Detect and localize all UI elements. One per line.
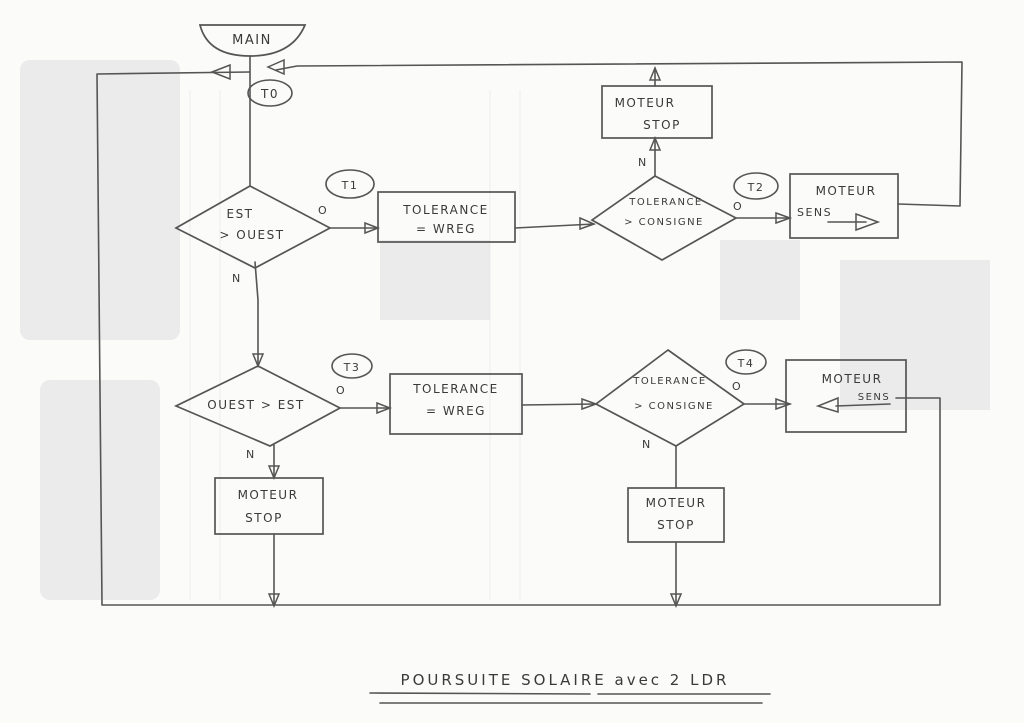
diagram-title: POURSUITE SOLAIRE avec 2 LDR: [369, 671, 771, 704]
decision-2-no: N: [638, 156, 648, 169]
process-4-line1: TOLERANCE: [412, 382, 499, 396]
start-label: MAIN: [232, 33, 272, 48]
start-terminal: MAIN: [198, 24, 307, 57]
arrowheads: [209, 58, 793, 608]
background-bleed: [20, 60, 990, 600]
process-3-line1: MOTEUR: [816, 184, 877, 198]
tag-t2: T2: [733, 172, 779, 200]
process-2-line1: MOTEUR: [615, 96, 676, 110]
process-tolerance-wreg-2: TOLERANCE = WREG: [389, 373, 523, 435]
process-2-line2: STOP: [643, 118, 681, 132]
tag-t0-label: T0: [260, 87, 279, 101]
title-text: POURSUITE SOLAIRE avec 2 LDR: [401, 671, 730, 689]
direction-right-arrow-head: [855, 212, 881, 232]
tag-t3-label: T3: [343, 361, 361, 374]
process-moteur-stop-top: MOTEUR STOP: [601, 85, 713, 139]
decision-2-yes: O: [733, 200, 743, 213]
decision-tolerance-consigne-2: TOLERANCE > CONSIGNE O N: [594, 348, 746, 451]
tag-t4-label: T4: [737, 357, 755, 370]
decision-1-no: N: [232, 272, 242, 285]
process-tolerance-wreg-1: TOLERANCE = WREG: [377, 191, 516, 243]
decision-tolerance-consigne-1: TOLERANCE > CONSIGNE O N: [590, 156, 743, 261]
decision-1-line1: EST: [226, 207, 253, 221]
process-7-line2: STOP: [657, 518, 695, 532]
tag-t2-label: T2: [747, 181, 765, 194]
decision-est-gt-ouest: EST > OUEST O N: [174, 185, 332, 285]
connector-lines: [96, 55, 963, 606]
decision-3-no: N: [246, 448, 256, 461]
decision-4-yes: O: [732, 380, 742, 393]
process-moteur-sens-right: MOTEUR SENS: [789, 173, 899, 239]
tag-t1: T1: [325, 169, 375, 199]
tag-t4: T4: [725, 349, 767, 375]
process-5-line1: MOTEUR: [822, 372, 883, 386]
decision-ouest-gt-est: OUEST > EST O N: [173, 365, 346, 461]
process-moteur-sens-left: MOTEUR SENS: [785, 359, 907, 433]
process-3-line2: SENS: [797, 206, 832, 219]
process-7-line1: MOTEUR: [646, 496, 707, 510]
process-5-line2: SENS: [858, 392, 891, 403]
decision-4-no: N: [642, 438, 652, 451]
decision-1-line2: > OUEST: [219, 228, 284, 242]
decision-2-line1: TOLERANCE: [628, 197, 703, 208]
direction-left-arrow: [835, 403, 891, 407]
tag-t1-label: T1: [341, 179, 359, 192]
tag-t3: T3: [331, 353, 373, 379]
process-6-line2: STOP: [245, 511, 283, 525]
decision-4-line2: > CONSIGNE: [634, 401, 714, 412]
process-4-line2: = WREG: [426, 404, 486, 418]
decision-1-yes: O: [318, 204, 328, 217]
process-1-line2: = WREG: [416, 222, 476, 236]
decision-2-line2: > CONSIGNE: [624, 217, 704, 228]
decision-3-yes: O: [336, 384, 346, 397]
process-moteur-stop-right: MOTEUR STOP: [627, 487, 725, 543]
tag-t0: T0: [247, 79, 293, 107]
direction-left-arrow-head: [815, 396, 839, 414]
process-moteur-stop-left: MOTEUR STOP: [214, 477, 324, 535]
decision-3-line1: OUEST > EST: [207, 398, 304, 412]
decision-4-line1: TOLERANCE: [632, 376, 707, 387]
process-6-line1: MOTEUR: [238, 488, 299, 502]
process-1-line1: TOLERANCE: [402, 203, 489, 217]
